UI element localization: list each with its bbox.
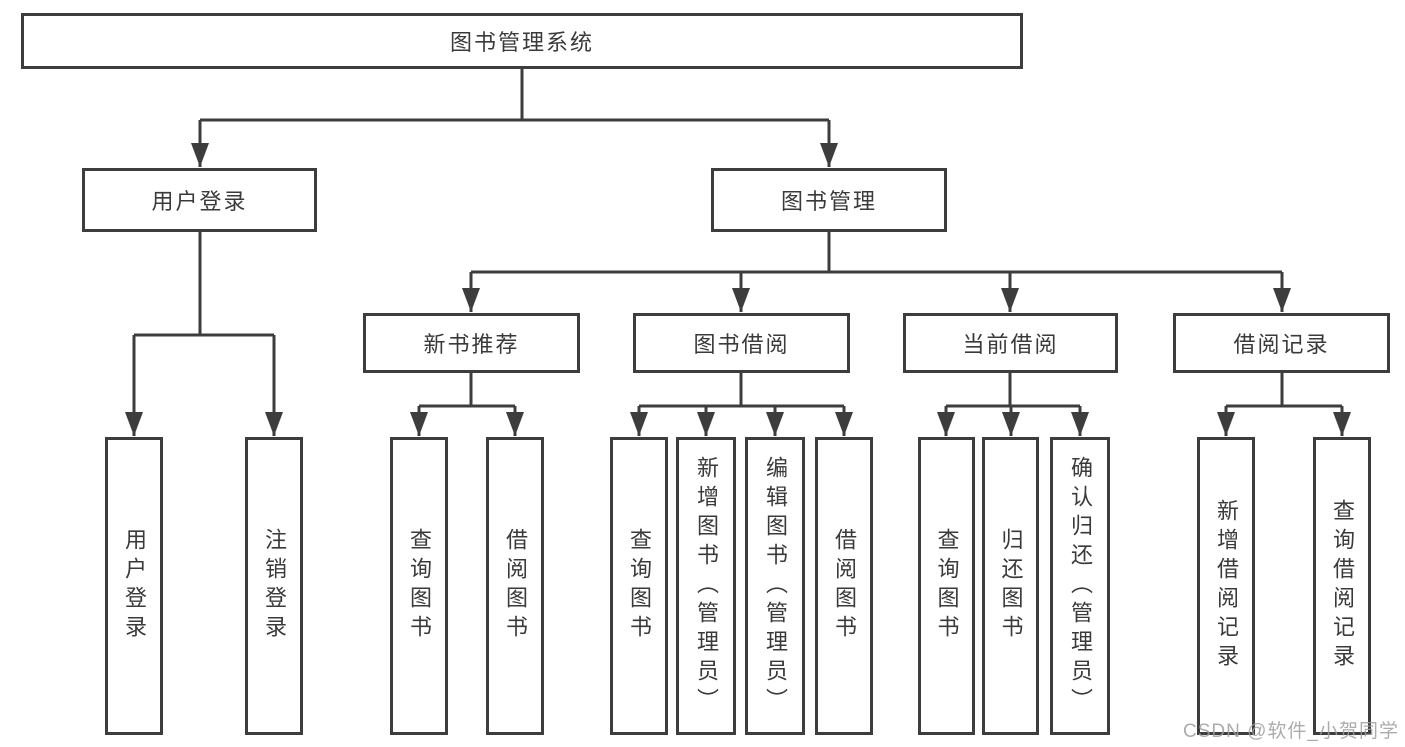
leaf-borrow-books: 借阅图书 [815,437,873,735]
node-book-management: 图书管理 [711,168,947,232]
csdn-watermark: CSDN @软件_小贺同学 [1183,721,1399,742]
leaf-edit-books-admin: 编辑图书（管理员） [745,437,805,735]
node-borrow-records: 借阅记录 [1173,313,1390,373]
leaf-borrow-books-recommend: 借阅图书 [486,437,544,735]
node-user-login: 用户登录 [82,168,317,232]
node-current-borrow: 当前借阅 [903,313,1118,373]
leaf-return-books: 归还图书 [982,437,1039,735]
leaf-add-books-admin: 新增图书（管理员） [676,437,736,735]
leaf-user-login: 用户登录 [105,437,163,735]
leaf-query-books-current: 查询图书 [918,437,975,735]
leaf-query-books-borrow: 查询图书 [610,437,668,735]
node-root: 图书管理系统 [21,13,1023,69]
leaf-confirm-return-admin: 确认归还（管理员） [1050,437,1110,735]
node-book-borrow: 图书借阅 [633,313,850,373]
leaf-logout: 注销登录 [245,437,303,735]
leaf-add-borrow-record: 新增借阅记录 [1197,437,1255,735]
node-new-book-recommend: 新书推荐 [363,313,580,373]
leaf-query-books-recommend: 查询图书 [390,437,448,735]
leaf-query-borrow-record: 查询借阅记录 [1313,437,1371,735]
